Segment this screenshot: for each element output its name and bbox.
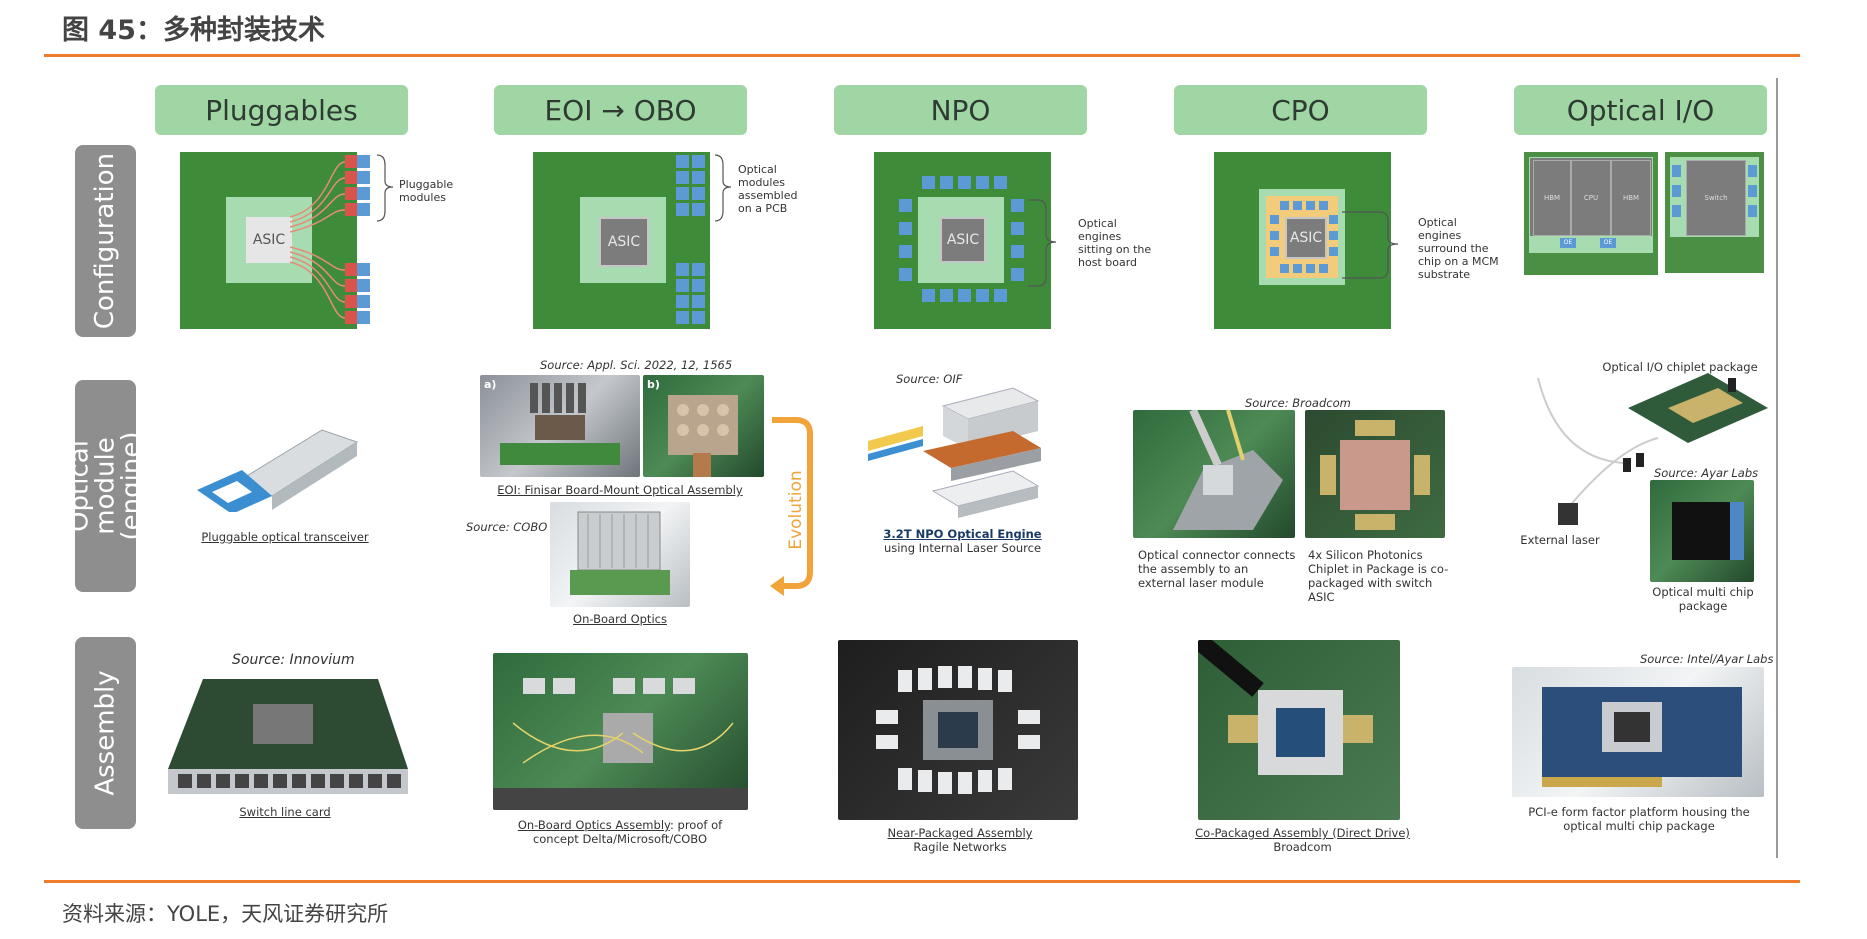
obo-module-image <box>550 502 690 607</box>
oio-chiplet-image <box>1537 373 1768 525</box>
npo-assembly-image <box>838 640 1078 820</box>
eoi-image-b: b) <box>643 375 764 477</box>
cobo-source: Source: COBO <box>466 520 548 534</box>
cpo-callout: Optical engines surround the chip on a M… <box>1418 216 1499 281</box>
oio-assembly-source: Source: Intel/Ayar Labs <box>1640 652 1774 666</box>
innovium-source: Source: Innovium <box>232 652 355 668</box>
oio-cpu: CPU <box>1571 160 1611 236</box>
eoi-caption: EOI: Finisar Board-Mount Optical Assembl… <box>497 483 743 497</box>
cpo-caption-connector: Optical connector connects the assembly … <box>1138 548 1296 590</box>
oio-mcp-caption: Optical multi chip package <box>1652 585 1754 613</box>
obo-caption: On-Board Optics <box>573 612 667 626</box>
oio-chiplet-caption: Optical I/O chiplet package <box>1602 360 1758 374</box>
obo-assembly-image <box>493 653 748 810</box>
row-label-assembly: Assembly <box>75 637 136 829</box>
npo-engine-image <box>868 387 1041 518</box>
npo-source: Source: OIF <box>896 372 963 386</box>
evolution-arrow <box>770 417 813 596</box>
source-note: 资料来源：YOLE，天风证券研究所 <box>62 902 389 926</box>
eoi-label-a: a) <box>484 378 497 391</box>
oio-assembly-image <box>1512 667 1764 797</box>
oio-laser-caption: External laser <box>1520 533 1600 547</box>
npo-callout: Optical engines sitting on the host boar… <box>1078 217 1152 269</box>
switch-line-card-image <box>168 679 408 794</box>
cpo-connector-image <box>1133 410 1295 538</box>
cpo-assembly-caption: Co-Packaged Assembly (Direct Drive) <box>1195 826 1410 840</box>
oio-die-row <box>1530 158 1652 236</box>
npo-asic: ASIC <box>940 217 986 263</box>
oio-assembly-caption: PCI-e form factor platform housing the o… <box>1528 805 1750 833</box>
row-label-optical-module: Optical module (engine) <box>65 380 147 592</box>
pluggables-callout: Pluggable modules <box>399 178 454 204</box>
obo-bracket <box>714 154 732 222</box>
cpo-assembly-sub: Broadcom <box>1273 840 1332 854</box>
pluggables-asic: ASIC <box>246 217 292 263</box>
cpo-chiplet-image <box>1305 410 1445 538</box>
cpo-caption-chiplet: 4x Silicon Photonics Chiplet in Package … <box>1308 548 1449 604</box>
pluggable-caption: Pluggable optical transceiver <box>201 530 369 544</box>
oio-oe-right: OE <box>1600 238 1616 248</box>
evolution-label-wrap: Evolution <box>786 470 806 550</box>
col-header-cpo: CPO <box>1174 85 1427 135</box>
oio-hbm-left: HBM <box>1533 160 1571 236</box>
col-header-pluggables: Pluggables <box>155 85 408 135</box>
eoi-label-b: b) <box>647 378 660 391</box>
col-header-optical-io: Optical I/O <box>1514 85 1767 135</box>
switch-caption: Switch line card <box>239 805 331 819</box>
obo-asic: ASIC <box>599 217 649 267</box>
npo-assembly-sub: Ragile Networks <box>913 840 1007 854</box>
top-rule <box>44 54 1800 57</box>
obo-assembly-caption: On-Board Optics Assembly: proof of conce… <box>517 818 723 846</box>
pluggables-traces <box>289 161 346 319</box>
oio-oe-left: OE <box>1560 238 1576 248</box>
npo-caption: 3.2T NPO Optical Engine <box>883 527 1042 541</box>
cpo-bracket <box>1342 211 1399 279</box>
col-header-eoi-obo: EOI → OBO <box>494 85 747 135</box>
eoi-image-a: a) <box>480 375 640 477</box>
npo-assembly-caption: Near-Packaged Assembly <box>887 826 1033 840</box>
right-border <box>1776 78 1778 858</box>
pluggable-transceiver-image <box>197 429 359 512</box>
cpo-source: Source: Broadcom <box>1245 396 1351 410</box>
npo-bracket <box>1028 199 1057 287</box>
cpo-assembly-image <box>1198 640 1400 820</box>
pluggables-bracket <box>376 154 394 222</box>
col-header-npo: NPO <box>834 85 1087 135</box>
oio-mcp-image <box>1650 480 1754 582</box>
cpo-asic: ASIC <box>1285 217 1327 259</box>
obo-callout: Optical modules assembled on a PCB <box>738 163 798 215</box>
oio-switch: Switch <box>1686 160 1746 236</box>
figure-title: 图 45：多种封装技术 <box>62 15 325 46</box>
oio-hbm-right: HBM <box>1611 160 1651 236</box>
oio-ayar-source: Source: Ayar Labs <box>1654 466 1759 480</box>
evolution-label: Evolution <box>786 470 806 550</box>
row-label-configuration: Configuration <box>75 145 136 337</box>
eoi-source: Source: Appl. Sci. 2022, 12, 1565 <box>540 358 733 372</box>
bottom-rule <box>44 880 1800 883</box>
npo-sub: using Internal Laser Source <box>883 541 1042 555</box>
